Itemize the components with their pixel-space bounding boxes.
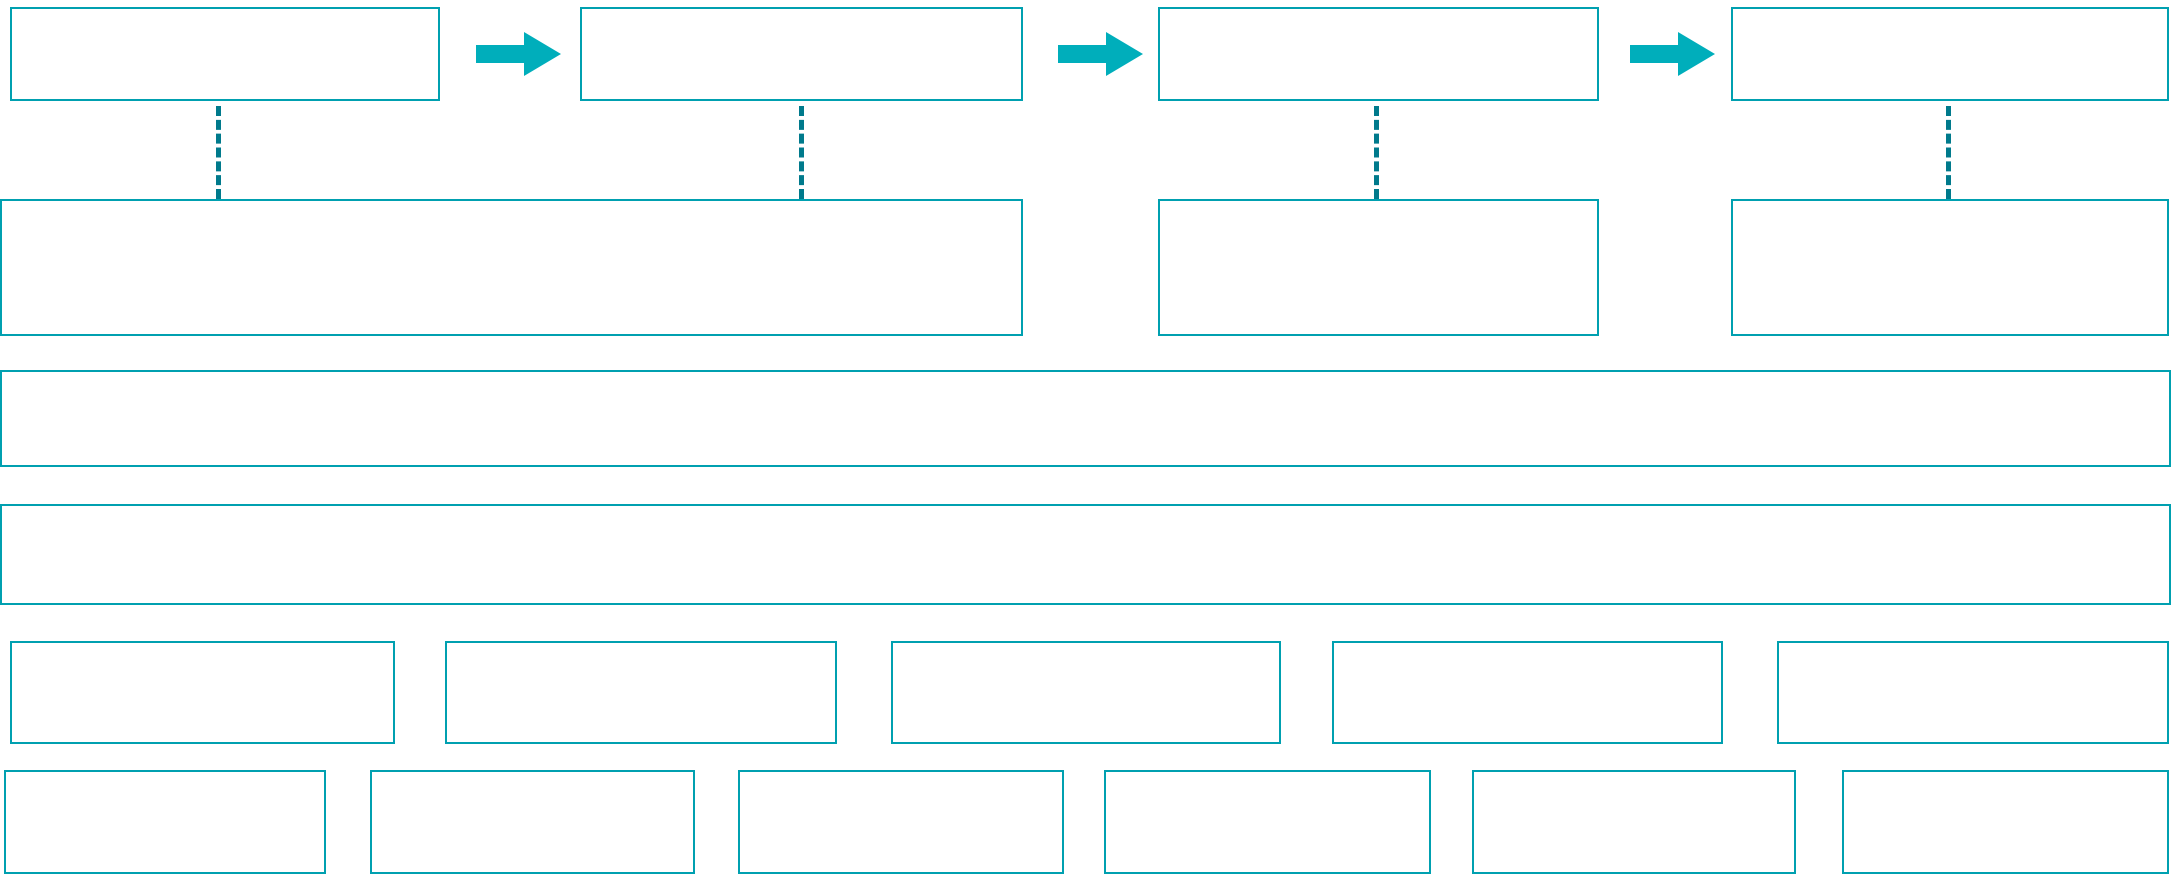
category-box-4	[1332, 641, 1723, 744]
detail-box-left-wide	[0, 199, 1023, 336]
detail-box-middle	[1158, 199, 1599, 336]
item-box-5	[1472, 770, 1796, 874]
flow-step-box-1	[10, 7, 440, 101]
band-box-2	[0, 504, 2171, 605]
item-box-6	[1842, 770, 2169, 874]
flow-step-box-3	[1158, 7, 1599, 101]
arrow-right-icon-2	[1058, 32, 1143, 76]
flow-step-box-2	[580, 7, 1023, 101]
item-box-1	[4, 770, 326, 874]
item-box-3	[738, 770, 1064, 874]
band-box-1	[0, 370, 2171, 467]
category-box-3	[891, 641, 1281, 744]
connector-line-1	[216, 106, 221, 199]
category-box-2	[445, 641, 837, 744]
category-box-5	[1777, 641, 2169, 744]
connector-line-2	[799, 106, 804, 199]
item-box-4	[1104, 770, 1431, 874]
arrow-right-icon-3	[1630, 32, 1715, 76]
item-box-2	[370, 770, 695, 874]
connector-line-3	[1374, 106, 1379, 199]
connector-line-4	[1946, 106, 1951, 199]
flow-step-box-4	[1731, 7, 2169, 101]
detail-box-right	[1731, 199, 2169, 336]
arrow-right-icon-1	[476, 32, 561, 76]
category-box-1	[10, 641, 395, 744]
